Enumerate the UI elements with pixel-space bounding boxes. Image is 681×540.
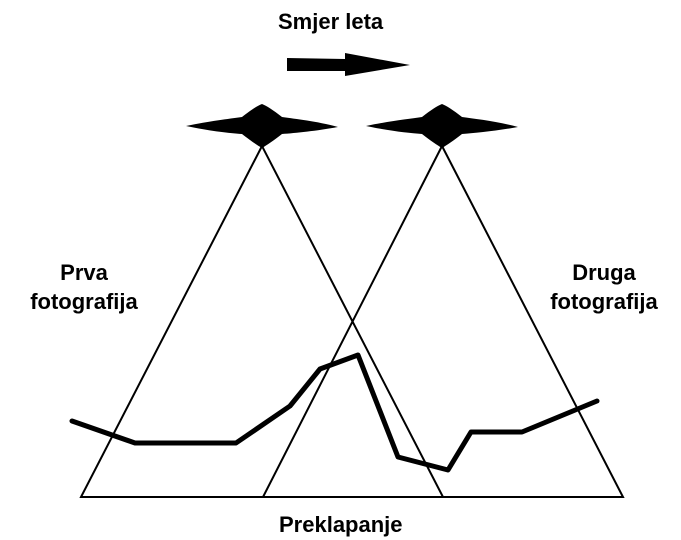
overlap-label: Preklapanje [279, 512, 403, 537]
first-photo-label: Prva fotografija [4, 258, 164, 316]
second-photo-label-line1: Druga [572, 260, 636, 285]
first-photo-label-line1: Prva [60, 260, 108, 285]
second-photo-coverage [261, 143, 625, 498]
flight-direction-label: Smjer leta [278, 9, 384, 34]
second-photo-label: Druga fotografija [524, 258, 681, 316]
second-aircraft-icon [366, 104, 518, 148]
first-photo-label-line2: fotografija [30, 289, 138, 314]
flight-direction-arrow [287, 53, 410, 76]
second-photo-label-line2: fotografija [550, 289, 658, 314]
terrain-profile [69, 352, 600, 473]
first-aircraft-icon [186, 104, 338, 148]
